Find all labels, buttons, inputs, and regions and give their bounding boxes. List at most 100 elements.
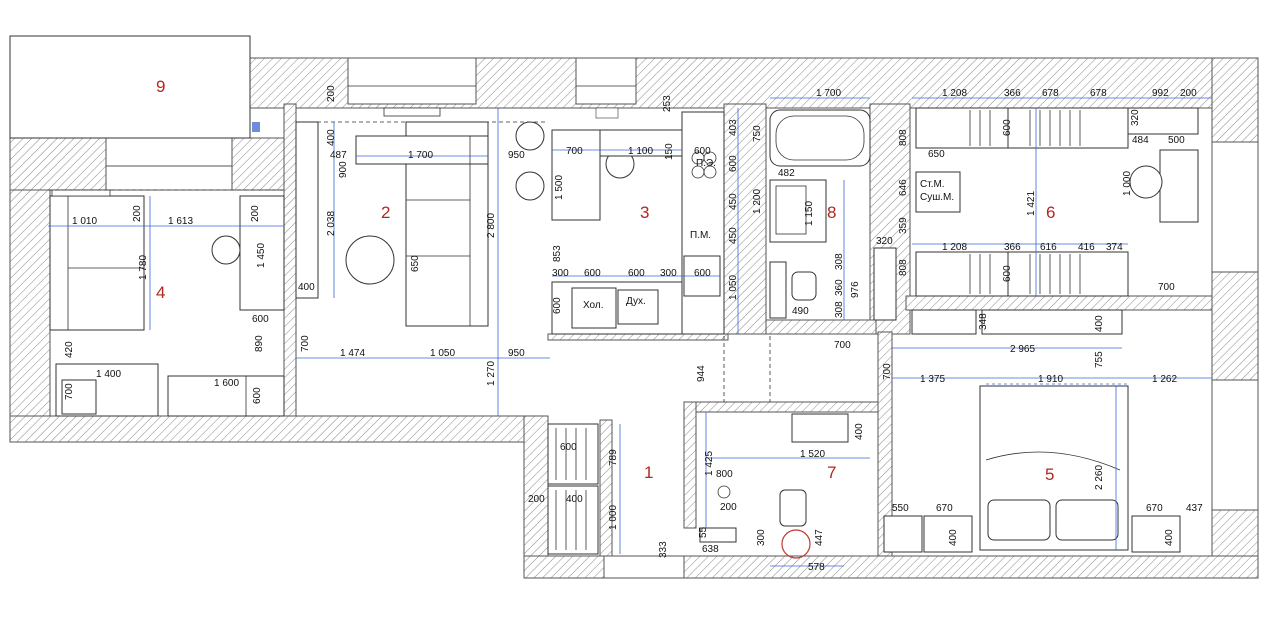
dimension-label: 678 [1042, 88, 1059, 99]
wall-kitchen-bottom [547, 333, 729, 341]
toilet-room8 [791, 271, 817, 301]
dimension-label: 600 [560, 442, 577, 453]
wall-room6-bottom [905, 295, 1213, 311]
washer-label: Ст.М. [920, 179, 945, 190]
dimension-label: 890 [254, 335, 265, 352]
dimension-label: 253 [662, 95, 673, 112]
dimension-label: 308 [834, 253, 845, 270]
dimension-label: 1 375 [920, 374, 945, 385]
dimension-label: 366 [1004, 88, 1021, 99]
dimension-label: 482 [778, 168, 795, 179]
dimension-label: 400 [566, 494, 583, 505]
fridge [571, 287, 617, 329]
radiator-room2 [383, 107, 441, 117]
room-number-7: 7 [827, 463, 836, 482]
dimension-label: 600 [694, 146, 711, 157]
dimension-label: 789 [608, 449, 619, 466]
room2-furniture [295, 107, 635, 327]
dimension-label: 400 [298, 282, 315, 293]
dimension-label: 600 [1002, 265, 1013, 282]
dimension-label: 366 [1004, 242, 1021, 253]
room7-bathroom [699, 413, 849, 559]
dimension-label: 646 [898, 179, 909, 196]
dimension-label: 400 [854, 423, 865, 440]
room3-kitchen: Хол. Дух. П.М. П.Э. [551, 107, 725, 335]
shelf-room8 [873, 247, 897, 321]
dimension-label: 416 [1078, 242, 1095, 253]
dimension-label: 1 050 [430, 348, 455, 359]
desk-room4 [239, 195, 285, 311]
room-number-8: 8 [827, 203, 836, 222]
dimension-label: 638 [702, 544, 719, 555]
wardrobe-top-left [915, 107, 1009, 149]
dimension-label: 400 [326, 129, 337, 146]
chair-room4 [211, 235, 241, 265]
dimension-label: 1 700 [408, 150, 433, 161]
dimension-label: 700 [882, 363, 893, 380]
dimension-label: 360 [834, 279, 845, 296]
dimension-label: 1 000 [608, 505, 619, 530]
dimension-label: 300 [660, 268, 677, 279]
dimension-label: 200 [250, 205, 261, 222]
dimension-label: 976 [850, 281, 861, 298]
dimension-label: 450 [728, 193, 739, 210]
washer-dryer [915, 171, 961, 213]
room-number-5: 5 [1045, 465, 1054, 484]
dimension-label: 600 [252, 314, 269, 325]
nightstand-left-2 [923, 515, 973, 553]
dimension-label: 600 [584, 268, 601, 279]
sink-room8 [769, 179, 827, 243]
dimension-label: 1 262 [1152, 374, 1177, 385]
dimension-label: 600 [552, 297, 563, 314]
dashed-lines [48, 121, 771, 402]
dimension-label: 670 [936, 503, 953, 514]
wardrobe-hall [981, 309, 1123, 335]
dimension-label: 200 [1180, 88, 1197, 99]
dimension-label: 600 [628, 268, 645, 279]
washer-room7 [781, 529, 811, 559]
dimension-label: 678 [1090, 88, 1107, 99]
window-room6 [1211, 141, 1259, 273]
wall-room7-left [683, 401, 697, 529]
pillow-left [987, 499, 1051, 541]
dimension-label: 2 038 [326, 211, 337, 236]
dimension-label: 333 [658, 541, 669, 558]
wall-room4-room2 [283, 103, 297, 417]
dimension-label: 800 [716, 469, 733, 480]
dimension-label: 487 [330, 150, 347, 161]
room-number-1: 1 [644, 463, 653, 482]
dimension-label: 808 [898, 259, 909, 276]
dimension-label: 1 270 [486, 361, 497, 386]
dimension-label: 700 [300, 335, 311, 352]
wardrobe-bottom-mid [1007, 251, 1129, 297]
dimension-label: 992 [1152, 88, 1169, 99]
dimension-label: 437 [1186, 503, 1203, 514]
dryer-label: Суш.М. [920, 192, 954, 203]
dimension-label: 1 208 [942, 242, 967, 253]
sofa-room4 [49, 195, 145, 331]
entrance-door [603, 555, 685, 579]
chair-room6 [1129, 165, 1163, 199]
dimension-label: 650 [410, 255, 421, 272]
dimension-label: 700 [834, 340, 851, 351]
dimension-label: 755 [1094, 351, 1105, 368]
dimension-label: 600 [728, 155, 739, 172]
sofa-corner-room2 [405, 163, 489, 327]
dimension-label: 1 700 [816, 88, 841, 99]
dimension-label: 1 000 [1122, 171, 1133, 196]
desk-room6 [1159, 149, 1199, 223]
room-number-2: 2 [381, 203, 390, 222]
wardrobe-room4 [167, 375, 285, 417]
dimension-label: 600 [694, 268, 711, 279]
dimension-label: 200 [326, 85, 337, 102]
wall-room7-top [683, 401, 879, 413]
dimension-label: 200 [720, 502, 737, 513]
window-room2 [347, 57, 477, 105]
dimension-label: 1 010 [72, 216, 97, 227]
dimension-lines [48, 97, 1212, 567]
dimension-label: 1 520 [800, 449, 825, 460]
dimension-label: 1 425 [704, 451, 715, 476]
kitchen-cabinets-right [681, 111, 725, 335]
window-room4 [105, 165, 233, 191]
wardrobe-bottom-left [915, 251, 1009, 297]
